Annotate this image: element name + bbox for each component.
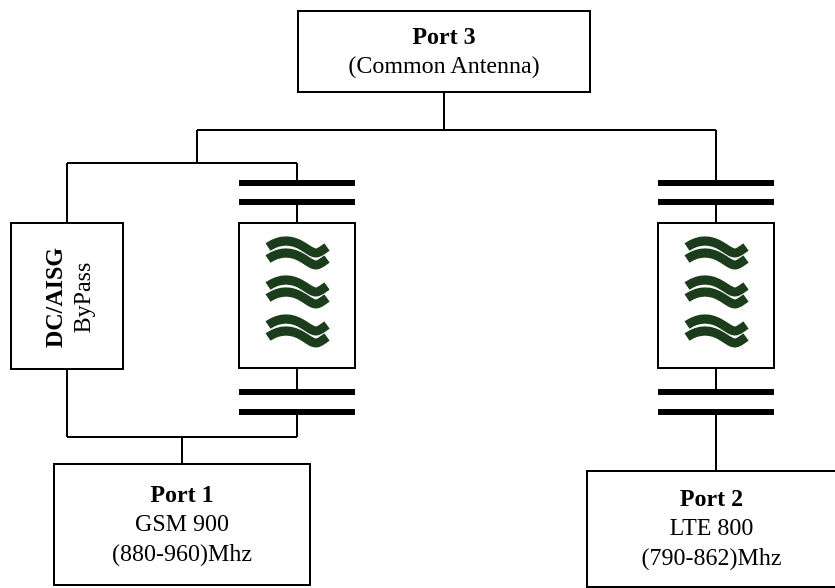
bypass-box: DC/AISG ByPass [10, 222, 124, 370]
wave-filter-icon [684, 236, 749, 348]
port1-box: Port 1 GSM 900 (880-960)Mhz [53, 463, 311, 586]
port1-band: GSM 900 [134, 510, 230, 537]
port3-box: Port 3 (Common Antenna) [297, 10, 591, 93]
bypass-label-line1: DC/AISG [42, 247, 68, 349]
lte-capacitor-top-plate-1 [658, 180, 774, 186]
bypass-label-line2: ByPass [70, 262, 96, 334]
port1-range: (880-960)Mhz [112, 540, 252, 567]
connection-lines [66, 92, 717, 470]
gsm-capacitor-bottom-plate-2 [239, 409, 355, 415]
lte-capacitor-bottom-plate-2 [658, 409, 774, 415]
capacitor-icon [239, 180, 774, 415]
port2-title: Port 2 [679, 486, 744, 512]
gsm-capacitor-top-plate-1 [239, 180, 355, 186]
gsm-filter-block [238, 222, 356, 369]
wave-filter-icon [265, 236, 330, 348]
gsm-capacitor-bottom-plate-1 [239, 389, 355, 395]
bypass-label: DC/AISG ByPass [41, 248, 97, 348]
port2-box: Port 2 LTE 800 (790-862)Mhz [586, 470, 835, 588]
port2-range: (790-862)Mhz [641, 545, 782, 571]
port3-subtitle: (Common Antenna) [348, 52, 540, 79]
lte-capacitor-bottom-plate-1 [658, 389, 774, 395]
lte-capacitor-top-plate-2 [658, 199, 774, 205]
gsm-capacitor-top-plate-2 [239, 199, 355, 205]
port3-title: Port 3 [412, 23, 476, 50]
port2-band: LTE 800 [669, 515, 754, 541]
lte-filter-block [657, 222, 775, 369]
port1-title: Port 1 [150, 481, 214, 508]
